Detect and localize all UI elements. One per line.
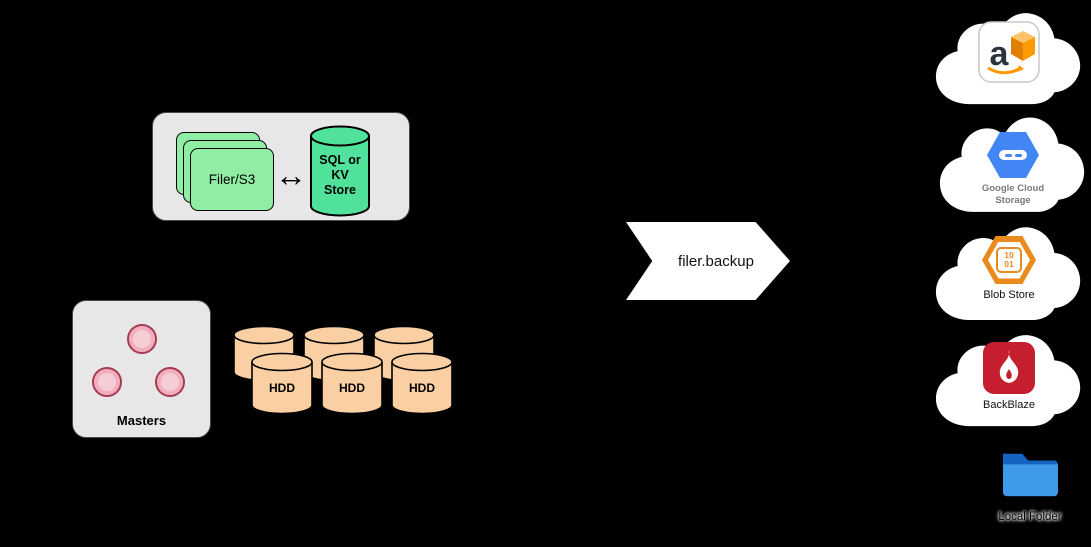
cloud-amazon-s3: a (930, 6, 1088, 108)
hdd-label: HDD (409, 381, 435, 395)
hdd-cylinder: HDD (390, 352, 454, 419)
hdd-cylinder: HDD (320, 352, 384, 419)
gcs-bar (999, 150, 1027, 160)
cloud-blob-store: 10 01 Blob Store (930, 220, 1088, 324)
blob-binary-line: 01 (1004, 259, 1014, 269)
aws-cube-icon (1011, 31, 1035, 61)
master-node-circle (92, 367, 122, 397)
bidirectional-arrow-icon: ↔ (275, 157, 307, 193)
master-node-circle (155, 367, 185, 397)
masters-label: Masters (116, 413, 167, 428)
aws-smile-icon (987, 66, 1020, 75)
hdd-cylinder: HDD (250, 352, 314, 419)
sql-kv-store-label: SQL or KV Store (319, 153, 361, 197)
aws-letter: a (990, 35, 1010, 73)
filer-store-group: Filer/S3 ↔ SQL or KV Store (152, 112, 410, 221)
cloud-backblaze: BackBlaze (930, 328, 1088, 430)
backblaze-flame-icon (983, 342, 1035, 394)
google-cloud-hexagon-icon (987, 132, 1039, 178)
local-folder-destination: Local Folder (972, 446, 1088, 542)
amazon-aws-icon: a (978, 21, 1040, 83)
hdd-label: HDD (339, 381, 365, 395)
blob-hexagon-inner: 10 01 (988, 241, 1030, 279)
filer-label: Filer/S3 (208, 172, 256, 187)
masters-group: Masters (72, 300, 211, 438)
filer-box-front: Filer/S3 (190, 148, 274, 211)
flame-inner (1006, 369, 1012, 379)
backblaze-label: BackBlaze (983, 399, 1035, 411)
local-folder-label: Local Folder (998, 511, 1062, 523)
blob-binary-badge: 10 01 (996, 247, 1022, 273)
volume-servers-cluster: HDD HDD HDD (232, 325, 456, 417)
blue-folder-icon (1003, 453, 1058, 497)
cylinder-shape (310, 125, 370, 217)
aws-smile-arrowhead (1017, 65, 1024, 72)
gcs-dash (1014, 153, 1022, 157)
gcs-dash (1004, 153, 1012, 157)
azure-blob-hexagon-icon: 10 01 (982, 236, 1036, 284)
blob-binary-line: 10 (1004, 249, 1014, 260)
gcs-label: Google Cloud Storage (981, 183, 1045, 206)
sql-kv-store-cylinder: SQL or KV Store (309, 125, 371, 217)
filer-backup-arrow: filer.backup (626, 222, 790, 300)
filer-backup-label: filer.backup (678, 252, 754, 270)
master-node-circle (127, 324, 157, 354)
hdd-label: HDD (269, 381, 295, 395)
blob-store-label: Blob Store (983, 289, 1035, 301)
flame-icon (999, 350, 1019, 383)
cloud-google-cloud-storage: Google Cloud Storage (934, 110, 1091, 216)
